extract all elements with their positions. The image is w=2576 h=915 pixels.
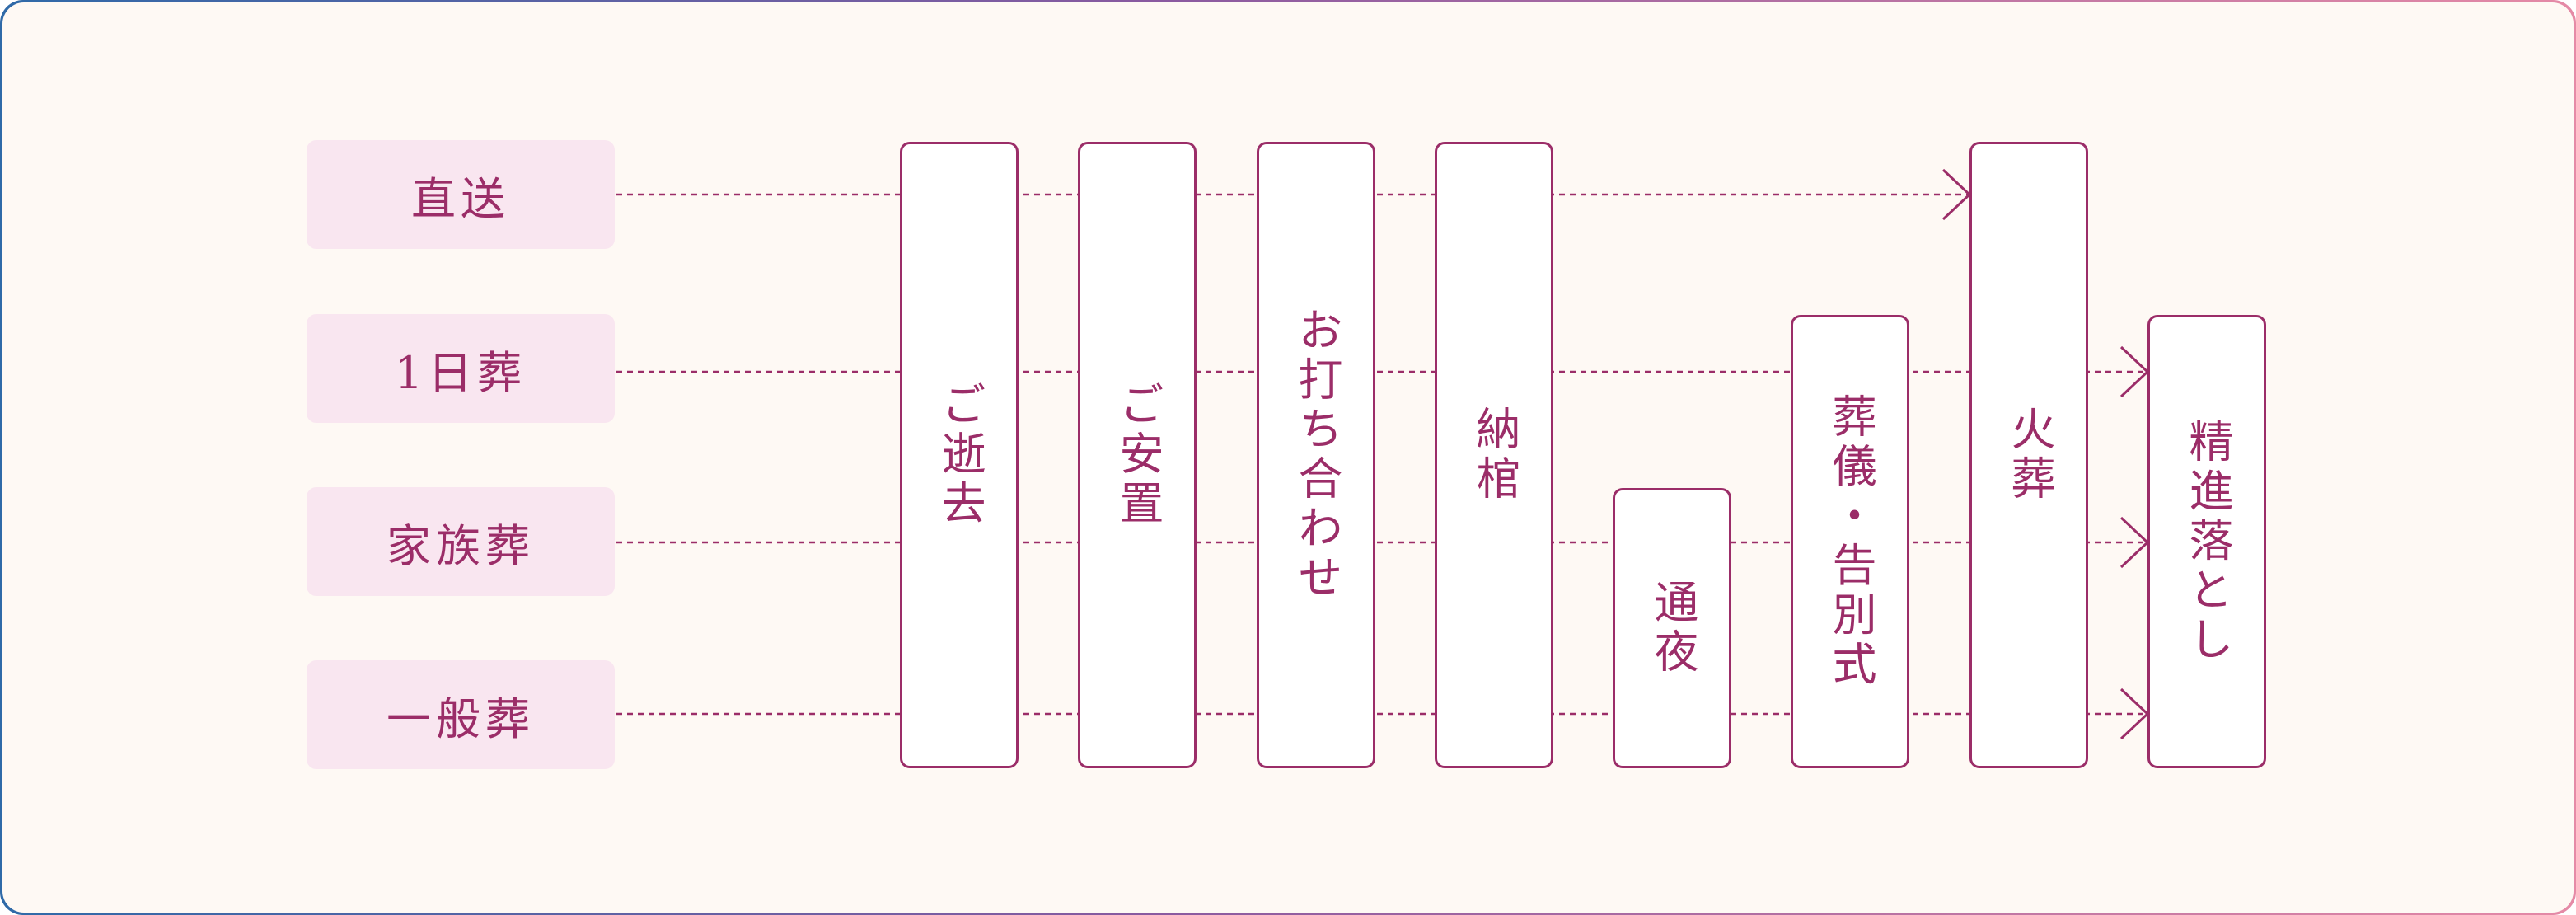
step-resting: ご安置 [1078,142,1197,768]
arrow-head-ippanso [2119,687,2150,740]
step-label: お打ち合わせ [1290,307,1342,603]
step-label: 葬儀・告別式 [1824,393,1876,690]
type-label: 一般葬 [386,692,535,745]
step-label: ご逝去 [934,381,986,529]
step-cremation: 火葬 [1969,142,2088,768]
step-label: 精進落とし [2181,418,2233,665]
step-label: 納棺 [1468,406,1520,504]
step-meeting: お打ち合わせ [1257,142,1375,768]
type-ippanso: 一般葬 [307,660,615,769]
step-funeral-ceremony: 葬儀・告別式 [1791,315,1909,768]
type-label: 直送 [411,172,510,225]
step-passing: ご逝去 [900,142,1019,768]
step-label: ご安置 [1112,381,1164,529]
step-encoffining: 納棺 [1435,142,1553,768]
step-label: 火葬 [2003,406,2055,504]
arrow-head-kazokuso [2119,516,2150,569]
type-label: 1日葬 [394,346,527,399]
step-wake: 通夜 [1613,488,1731,768]
type-ichinichiso: 1日葬 [307,314,615,423]
step-label: 通夜 [1646,579,1698,678]
type-label: 家族葬 [386,519,535,572]
step-memorial-meal: 精進落とし [2147,315,2266,768]
arrow-head-ichinichiso [2119,345,2150,398]
type-kazokuso: 家族葬 [307,487,615,596]
type-chokuso: 直送 [307,140,615,249]
